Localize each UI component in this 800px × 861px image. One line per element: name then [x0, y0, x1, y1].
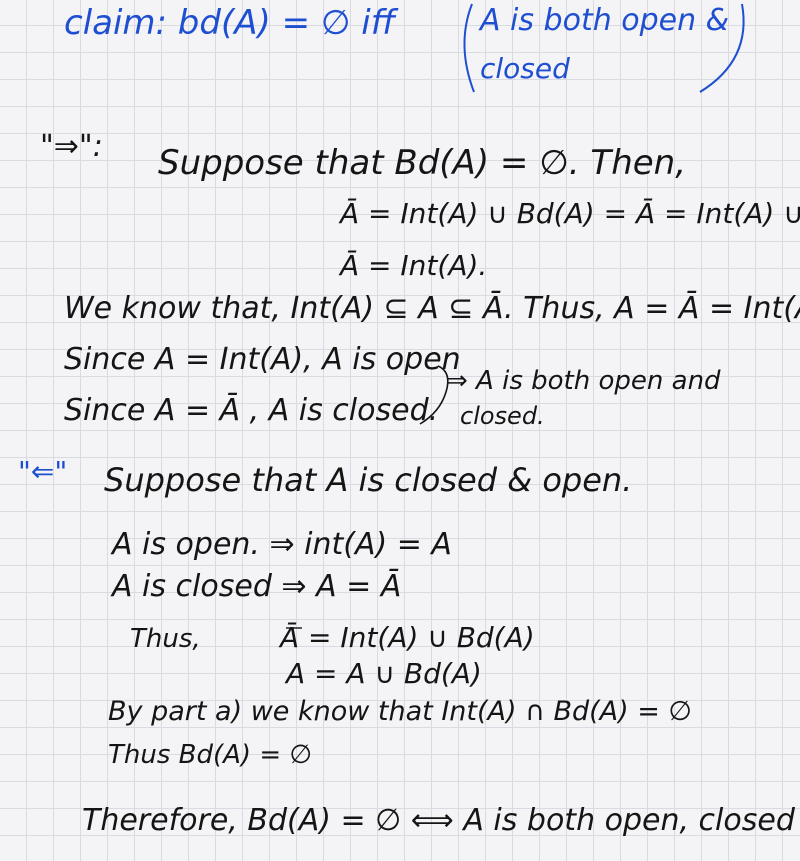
forward-line3: Ā = Int(A).: [340, 249, 488, 282]
final-conclusion: Therefore, Bd(A) = ∅ ⟺ A is both open, c…: [82, 803, 795, 838]
forward-line6: Since A = Ā , A is closed.: [64, 393, 439, 428]
forward-line5: Since A = Int(A), A is open: [64, 342, 461, 377]
forward-label: "⇒":: [40, 129, 103, 164]
claim-inner-line1: A is both open &: [480, 3, 730, 38]
claim-left: claim: bd(A) = ∅ iff: [64, 3, 396, 43]
backward-eq1: Ā = Int(A) ∪ Bd(A): [280, 621, 535, 654]
backward-line1: Suppose that A is closed & open.: [104, 461, 633, 499]
claim-open-paren: [463, 3, 475, 93]
backward-line5: Thus Bd(A) = ∅: [108, 740, 313, 770]
backward-line4: By part a) we know that Int(A) ∩ Bd(A) =…: [108, 696, 692, 727]
forward-line1: Suppose that Bd(A) = ∅. Then,: [158, 143, 687, 183]
forward-conclusion-line2: closed.: [460, 402, 545, 430]
backward-label: "⇐": [18, 455, 68, 488]
backward-eq2: A = A ∪ Bd(A): [286, 657, 482, 690]
backward-line3: A is closed ⇒ A = Ā: [112, 569, 402, 604]
merge-brace: [419, 365, 449, 425]
forward-line4: We know that, Int(A) ⊆ A ⊆ Ā. Thus, A = …: [64, 291, 800, 326]
backward-thus: Thus,: [130, 624, 201, 654]
forward-conclusion-line1: ⇒ A is both open and: [446, 366, 721, 396]
backward-line2: A is open. ⇒ int(A) = A: [112, 527, 452, 562]
forward-line2: Ā = Int(A) ∪ Bd(A) = Ā = Int(A) ∪ ∅: [340, 197, 800, 230]
claim-close-paren: [699, 3, 745, 93]
claim-inner-line2: closed: [480, 52, 570, 85]
